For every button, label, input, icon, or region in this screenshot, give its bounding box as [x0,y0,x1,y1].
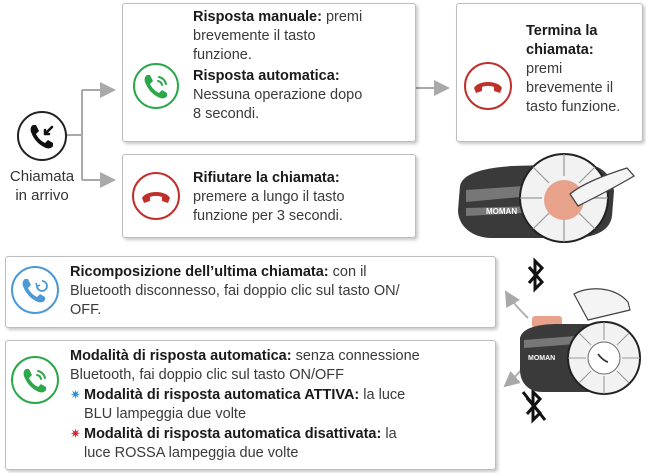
red-light-icon: ✷ [70,426,81,441]
redial-text: Ricomposizione dell’ultima chiamata: con… [70,264,400,318]
incoming-call-label: Chiamata in arrivo [9,168,75,204]
auto-answer-mode-text: Modalità di risposta automatica: senza c… [70,348,420,461]
redial-icon [11,266,59,314]
device-brand-top: MOMAN [486,207,517,216]
intercom-device-bottom: MOMAN [520,288,641,395]
bluetooth-icon [527,257,545,293]
answer-call-box [122,3,416,142]
redial-box [5,256,496,328]
hang-up-icon [464,62,512,110]
reject-call-text: Rifiutare la chiamata: premere a lungo i… [193,170,345,224]
answer-phone-icon [133,63,179,109]
manual-answer-title: Risposta manuale: [193,9,322,25]
auto-answer-mode-box [5,340,496,470]
end-call-text: Termina la chiamata: premi brevemente il… [526,23,621,115]
bluetooth-off-icon [521,388,547,424]
auto-answer-title: Risposta automatica: [193,68,340,84]
auto-answer-icon [11,356,59,404]
answer-call-text: Risposta manuale: premi brevemente il ta… [193,8,413,124]
incoming-call-icon [17,111,67,161]
device-brand-bottom: MOMAN [528,355,555,362]
intercom-device-top: MOMAN [458,153,636,243]
blue-light-icon: ✷ [70,387,81,402]
reject-call-icon [132,172,180,220]
